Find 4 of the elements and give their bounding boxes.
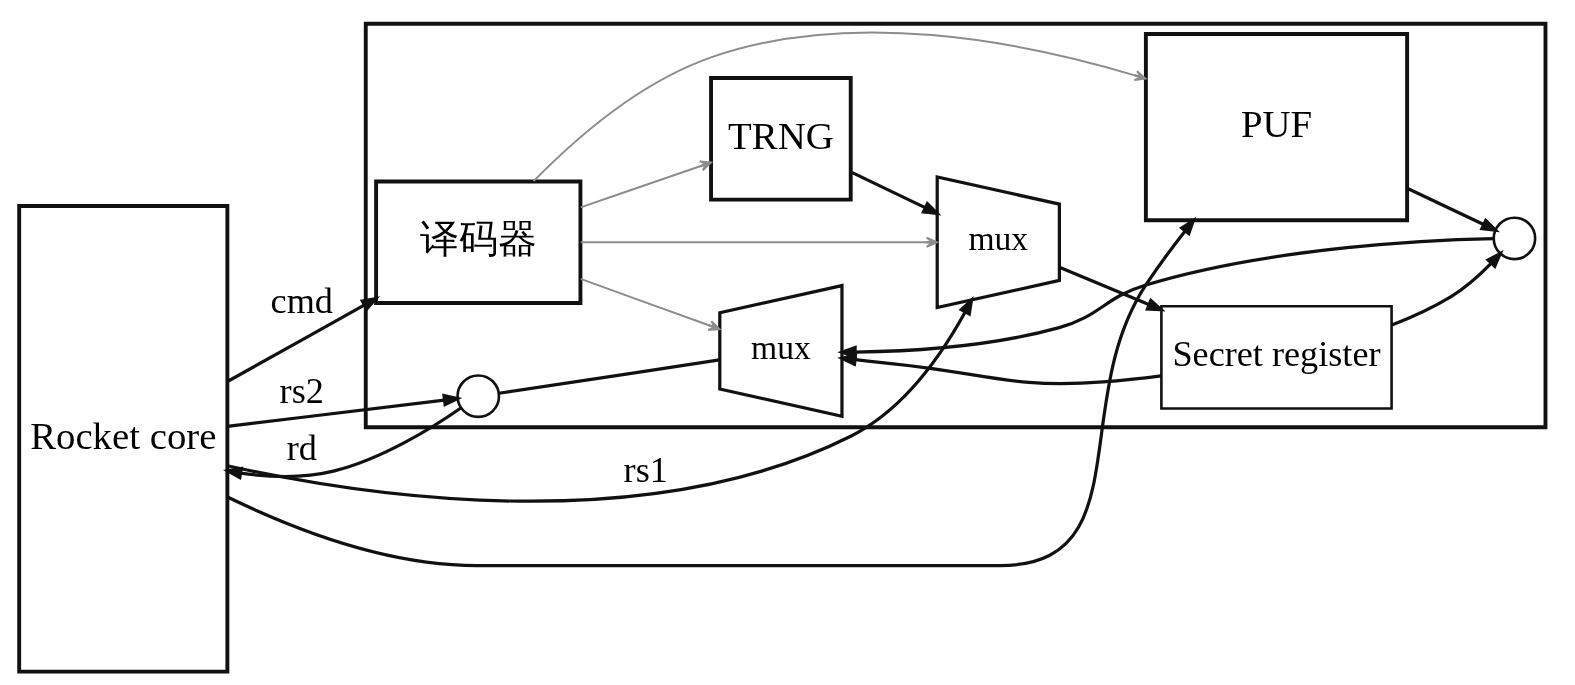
edge-label: rs2	[279, 371, 324, 412]
edge-label: cmd	[270, 280, 333, 321]
edge-label: rd	[286, 428, 317, 469]
edge-label: rs1	[623, 450, 668, 491]
